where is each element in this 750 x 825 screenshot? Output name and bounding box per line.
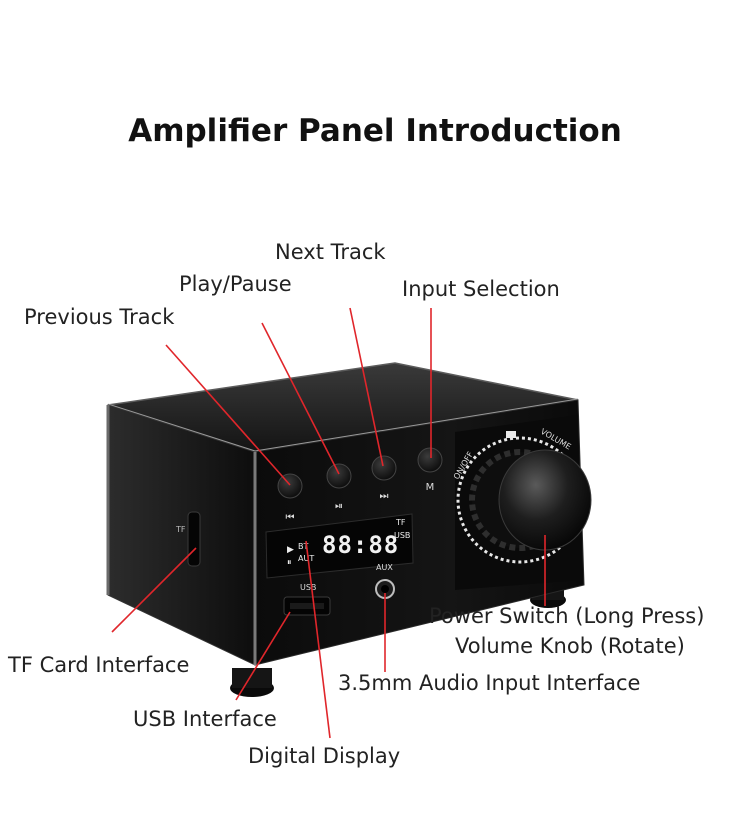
leader-lines [111, 307, 546, 739]
display-tf-indicator: TF [395, 518, 406, 527]
next-track-button[interactable] [371, 455, 397, 481]
leader-next-track [349, 307, 384, 467]
page-title: Amplifier Panel Introduction [128, 113, 622, 149]
label-next-track: Next Track [275, 240, 386, 264]
front-buttons: ⏮ ⏯ ⏭ M [277, 447, 443, 523]
digital-display: ▶ ⏸ BT AUT 88:88 TF USB [265, 513, 414, 579]
label-play-pause: Play/Pause [179, 272, 292, 296]
leader-tf-card [111, 547, 197, 633]
svg-text:▶: ▶ [287, 545, 294, 555]
label-tf-card: TF Card Interface [8, 653, 190, 677]
svg-text:⏸: ⏸ [287, 558, 292, 568]
label-power-switch: Power Switch (Long Press) [429, 604, 705, 628]
label-digital-display: Digital Display [248, 744, 401, 768]
usb-port: USB [283, 583, 331, 616]
usb-port-label: USB [300, 583, 316, 592]
tf-slot-label: TF [175, 525, 186, 534]
leader-usb [235, 611, 291, 701]
leader-digital-display [305, 540, 331, 739]
aux-label: AUX [376, 563, 393, 572]
volume-knob-area: ON/OFF VOLUME [452, 415, 592, 590]
label-usb-interface: USB Interface [133, 707, 277, 731]
label-input-selection: Input Selection [402, 277, 560, 301]
previous-track-icon: ⏮ [286, 512, 295, 523]
play-pause-button[interactable] [326, 463, 352, 489]
label-volume-knob: Volume Knob (Rotate) [455, 634, 685, 658]
display-bt-indicator: BT [298, 542, 308, 551]
display-usb-indicator: USB [394, 531, 410, 540]
label-audio-input: 3.5mm Audio Input Interface [338, 671, 641, 695]
play-pause-icon: ⏯ [335, 501, 343, 512]
leader-previous-track [165, 344, 291, 486]
input-selection-button[interactable] [417, 447, 443, 473]
display-digits: 88:88 [322, 531, 399, 559]
display-aut-indicator: AUT [298, 554, 314, 563]
next-track-icon: ⏭ [380, 491, 389, 502]
leader-play-pause [261, 322, 340, 475]
previous-track-button[interactable] [277, 473, 303, 499]
mode-icon: M [426, 482, 435, 493]
aux-jack: AUX [375, 563, 395, 599]
label-previous-track: Previous Track [24, 305, 175, 329]
